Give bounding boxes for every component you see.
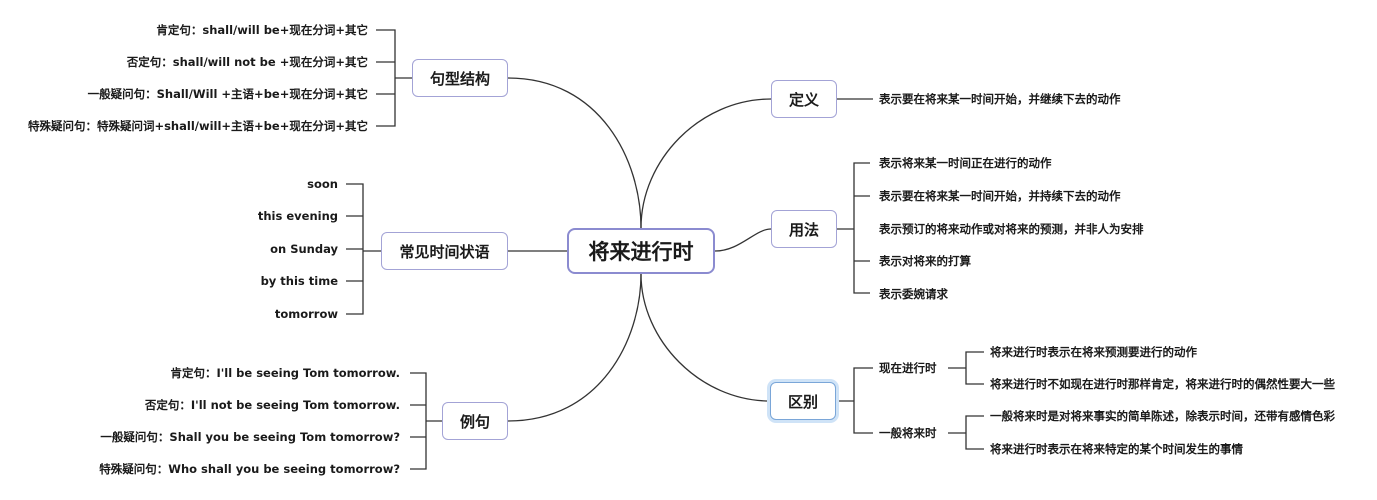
edge-time-bracket bbox=[346, 183, 381, 315]
leaf-difference-simple-future[interactable]: 一般将来时 bbox=[879, 426, 937, 440]
leaf-example-affirmative[interactable]: 肯定句：I'll be seeing Tom tomorrow. bbox=[170, 366, 400, 380]
leaf-definition[interactable]: 表示要在将来某一时间开始，并继续下去的动作 bbox=[879, 92, 1121, 106]
node-time-adverbials[interactable]: 常见时间状语 bbox=[381, 232, 508, 270]
root-node[interactable]: 将来进行时 bbox=[567, 228, 715, 274]
edge-root-structure bbox=[507, 77, 642, 229]
edge-root-difference bbox=[640, 273, 771, 402]
edge-present-bracket bbox=[948, 351, 984, 385]
leaf-example-special-question[interactable]: 特殊疑问句：Who shall you be seeing tomorrow? bbox=[99, 462, 400, 476]
leaf-structure-affirmative[interactable]: 肯定句：shall/will be+现在分词+其它 bbox=[156, 23, 368, 37]
leaf-structure-general-question[interactable]: 一般疑问句：Shall/Will +主语+be+现在分词+其它 bbox=[87, 87, 368, 101]
leaf-time-this-evening[interactable]: this evening bbox=[257, 209, 338, 223]
edge-root-examples bbox=[507, 273, 642, 422]
leaf-future-detail-1[interactable]: 一般将来时是对将来事实的简单陈述，除表示时间，还带有感情色彩 bbox=[990, 409, 1335, 423]
edge-usage-bracket bbox=[837, 162, 870, 294]
edge-examples-bracket bbox=[410, 372, 442, 470]
leaf-usage-2[interactable]: 表示要在将来某一时间开始，并持续下去的动作 bbox=[879, 189, 1121, 203]
leaf-usage-3[interactable]: 表示预订的将来动作或对将来的预测，并非人为安排 bbox=[879, 222, 1144, 236]
leaf-structure-negative[interactable]: 否定句：shall/will not be +现在分词+其它 bbox=[126, 55, 368, 69]
leaf-present-detail-1[interactable]: 将来进行时表示在将来预测要进行的动作 bbox=[990, 345, 1197, 359]
leaf-usage-5[interactable]: 表示委婉请求 bbox=[879, 287, 948, 301]
node-usage[interactable]: 用法 bbox=[771, 210, 837, 248]
node-structure[interactable]: 句型结构 bbox=[412, 59, 508, 97]
edge-structure-bracket bbox=[376, 29, 412, 127]
leaf-usage-4[interactable]: 表示对将来的打算 bbox=[879, 254, 971, 268]
leaf-structure-special-question[interactable]: 特殊疑问句：特殊疑问词+shall/will+主语+be+现在分词+其它 bbox=[27, 119, 368, 133]
node-definition[interactable]: 定义 bbox=[771, 80, 837, 118]
edge-future-bracket bbox=[948, 415, 984, 450]
leaf-time-tomorrow[interactable]: tomorrow bbox=[274, 307, 338, 321]
leaf-example-general-question[interactable]: 一般疑问句：Shall you be seeing Tom tomorrow? bbox=[100, 430, 400, 444]
leaf-future-detail-2[interactable]: 将来进行时表示在将来特定的某个时间发生的事情 bbox=[990, 442, 1243, 456]
edge-root-definition bbox=[640, 98, 772, 229]
node-difference[interactable]: 区别 bbox=[770, 382, 836, 420]
leaf-time-by-this-time[interactable]: by this time bbox=[260, 274, 338, 288]
leaf-present-detail-2[interactable]: 将来进行时不如现在进行时那样肯定，将来进行时的偶然性要大一些 bbox=[990, 377, 1335, 391]
edge-root-usage bbox=[714, 228, 772, 252]
node-examples[interactable]: 例句 bbox=[442, 402, 508, 440]
leaf-difference-present-progressive[interactable]: 现在进行时 bbox=[879, 361, 937, 375]
leaf-usage-1[interactable]: 表示将来某一时间正在进行的动作 bbox=[879, 156, 1052, 170]
leaf-example-negative[interactable]: 否定句：I'll not be seeing Tom tomorrow. bbox=[144, 398, 400, 412]
leaf-time-soon[interactable]: soon bbox=[307, 177, 338, 191]
leaf-time-on-sunday[interactable]: on Sunday bbox=[270, 242, 338, 256]
edge-difference-bracket bbox=[836, 367, 873, 434]
